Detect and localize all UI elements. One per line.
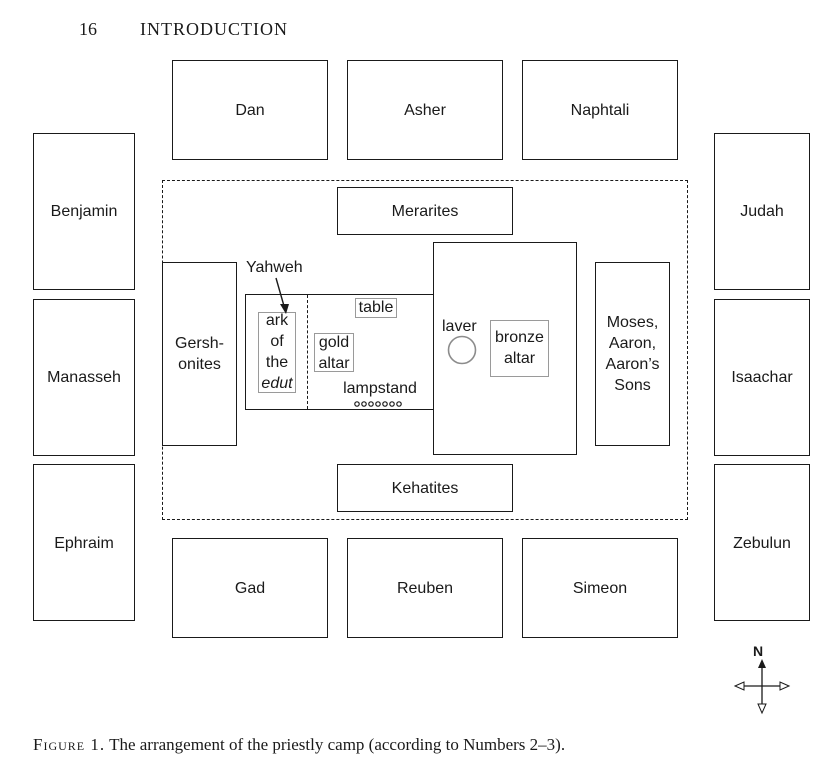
tribe-reuben: Reuben [347, 538, 503, 638]
veil-divider [307, 295, 308, 409]
bronze-altar-line2: altar [503, 350, 536, 367]
tribe-simeon: Simeon [522, 538, 678, 638]
gershonites-label-line1: Gersh- [175, 335, 224, 352]
lampstand-label: lampstand [343, 380, 417, 397]
laver-label: laver [442, 318, 477, 335]
tribe-judah: Judah [714, 133, 810, 290]
ark-line1: ark [265, 312, 289, 329]
ark-label: ark of the edut [258, 310, 296, 394]
tribe-benjamin-label: Benjamin [50, 203, 118, 220]
moses-aaron-line2: Aaron, [608, 335, 657, 352]
table-box [355, 298, 397, 318]
gershonites-label-line2: onites [178, 356, 221, 373]
gershonites-box: Gersh- onites [162, 262, 237, 446]
tribe-reuben-label: Reuben [396, 579, 454, 597]
figure-caption-label: Figure 1. [33, 735, 106, 754]
tribe-naphtali: Naphtali [522, 60, 678, 160]
page-number: 16 [79, 19, 97, 39]
tribe-dan: Dan [172, 60, 328, 160]
bronze-altar-label: bronze altar [490, 327, 549, 369]
tribe-manasseh: Manasseh [33, 299, 135, 456]
kehatites-box: Kehatites [337, 464, 513, 512]
tribe-naphtali-label: Naphtali [570, 101, 630, 119]
tribe-isaachar-label: Isaachar [731, 369, 793, 386]
merarites-label: Merarites [391, 202, 459, 220]
lampstand-lamps [354, 401, 402, 407]
bronze-altar-line1: bronze [495, 329, 544, 346]
ark-line2: of [270, 333, 284, 350]
gold-altar-line1: gold [318, 334, 350, 351]
tribe-gad-label: Gad [234, 579, 266, 597]
gold-altar-label: gold altar [314, 332, 354, 374]
bronze-altar-box [490, 320, 549, 377]
compass-north-label: N [753, 643, 764, 659]
table-label: table [358, 299, 394, 316]
moses-aaron-line1: Moses, [606, 314, 659, 331]
running-title: INTRODUCTION [140, 19, 288, 39]
kehatites-label: Kehatites [391, 479, 459, 497]
tribe-asher: Asher [347, 60, 503, 160]
tribe-zebulun-label: Zebulun [733, 535, 791, 552]
tabernacle-tent [245, 294, 434, 410]
tribe-asher-label: Asher [404, 101, 446, 119]
figure-caption-text: The arrangement of the priestly camp (ac… [105, 735, 566, 754]
gold-altar-box [314, 333, 354, 372]
tribe-simeon-label: Simeon [572, 579, 628, 597]
compass-rose-icon [733, 659, 791, 715]
ark-line4: edut [261, 375, 293, 392]
tribe-zebulun: Zebulun [714, 464, 810, 621]
tribe-judah-label: Judah [740, 203, 784, 220]
tribe-ephraim-label: Ephraim [54, 535, 114, 552]
laver-basin [447, 335, 477, 365]
moses-aaron-line3: Aaron’s [605, 356, 660, 373]
tribe-ephraim: Ephraim [33, 464, 135, 621]
tribe-benjamin: Benjamin [33, 133, 135, 290]
ark-box [258, 312, 296, 393]
moses-aaron-line4: Sons [614, 377, 651, 394]
yahweh-arrow [275, 277, 289, 314]
tribe-gad: Gad [172, 538, 328, 638]
merarites-box: Merarites [337, 187, 513, 235]
figure-caption: Figure 1. The arrangement of the priestl… [33, 735, 565, 755]
tribe-manasseh-label: Manasseh [47, 369, 121, 386]
moses-aaron-box: Moses, Aaron, Aaron’s Sons [595, 262, 670, 446]
tribe-isaachar: Isaachar [714, 299, 810, 456]
gold-altar-line2: altar [318, 355, 350, 372]
ark-line3: the [265, 354, 289, 371]
yahweh-label: Yahweh [246, 259, 303, 276]
tribe-dan-label: Dan [235, 101, 265, 119]
